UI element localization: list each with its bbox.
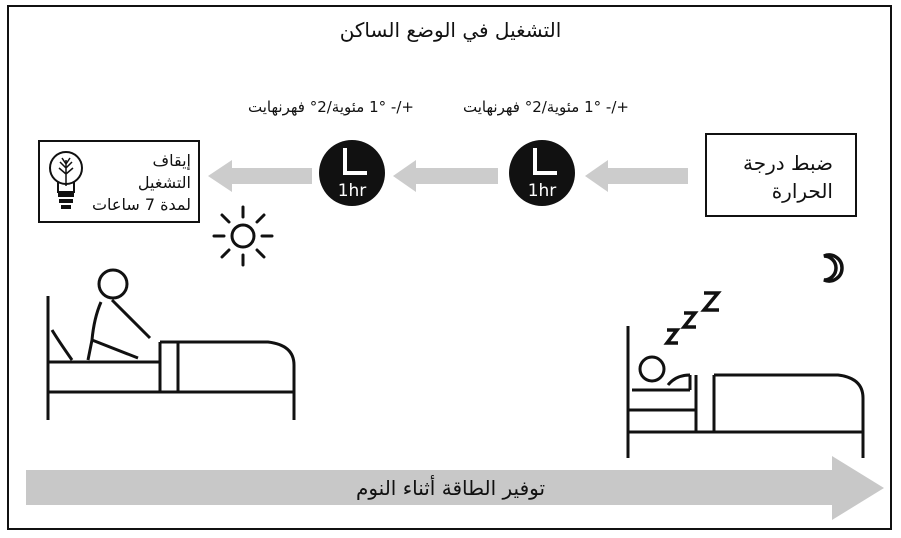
diagram-title: التشغيل في الوضع الساكن bbox=[339, 18, 562, 42]
flow-arrow bbox=[585, 160, 688, 192]
energy-saving-banner-arrow bbox=[26, 456, 884, 520]
zzz-icon bbox=[663, 291, 722, 345]
clock-icon: 1hr bbox=[319, 140, 385, 206]
turn-off-line: لمدة 7 ساعات bbox=[91, 195, 191, 214]
energy-saving-label: توفير الطاقة أثناء النوم bbox=[355, 476, 546, 500]
diagram-frame bbox=[7, 5, 892, 530]
sun-icon bbox=[212, 205, 274, 267]
set-temperature-line: ضبط درجة bbox=[742, 151, 833, 175]
temperature-step-note: +/- 1° مئوية/2° فهرنهايت bbox=[248, 98, 414, 116]
bulb-icon bbox=[49, 151, 83, 209]
temperature-step-note: +/- 1° مئوية/2° فهرنهايت bbox=[463, 98, 629, 116]
flow-arrow bbox=[393, 160, 498, 192]
person-sitting-in-bed bbox=[46, 268, 296, 420]
set-temperature-box: ضبط درجة الحرارة bbox=[705, 133, 857, 217]
turn-off-line: التشغيل bbox=[137, 173, 191, 192]
sleeping-person-in-bed bbox=[626, 326, 865, 458]
moon-icon bbox=[823, 253, 844, 283]
clock-icon: 1hr bbox=[509, 140, 575, 206]
set-temperature-line: الحرارة bbox=[771, 179, 833, 203]
flow-arrow bbox=[208, 160, 312, 192]
turn-off-line: إيقاف bbox=[152, 151, 191, 170]
clock-label: 1hr bbox=[338, 181, 367, 201]
clock-label: 1hr bbox=[528, 181, 557, 201]
turn-off-box: إيقاف التشغيل لمدة 7 ساعات bbox=[38, 140, 200, 223]
